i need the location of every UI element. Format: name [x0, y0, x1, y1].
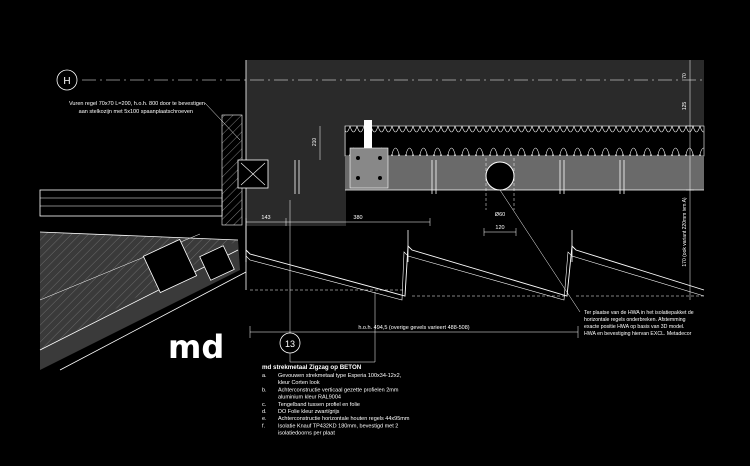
hwa-note: Ter plaatse van de HWA in het isolatiepa… — [499, 189, 694, 337]
grid-line-label: H — [63, 76, 70, 87]
hwa-note-line4: HWA en bevestiging hiervan EXCL. Metadec… — [584, 331, 692, 337]
top-note-line2: aan stelkozijn met 5x100 spaanplaatschro… — [79, 109, 193, 115]
dim-125: 125 — [682, 102, 688, 111]
legend: md strekmetaal Zigzag op BETON a. Gevouwe… — [262, 364, 410, 437]
legend-item-text: Isolatie Knauf TP432KD 180mm, bevestigd … — [278, 423, 398, 429]
window-frame — [39, 114, 269, 226]
dim-210: 210 — [312, 138, 318, 147]
dim-hoh: h.o.h. 494,5 (overige gevels varieert 48… — [358, 325, 469, 331]
legend-item-text: Gevouwen strekmetaal type Esperia 100x34… — [278, 373, 402, 379]
legend-title: md strekmetaal Zigzag op BETON — [262, 364, 362, 371]
dimensions — [245, 60, 694, 338]
dim-variant: 170 (ook variant 220mm ivm A) — [682, 197, 688, 267]
legend-item-text: isolatiedoorns per plaat — [278, 431, 335, 437]
timber-battens-layer — [345, 156, 704, 190]
legend-item-key: b. — [262, 387, 267, 393]
legend-item-key: c. — [262, 402, 267, 408]
legend-item-text: kleur Corten look — [278, 380, 320, 386]
insulation-layer — [344, 125, 705, 157]
grid-line-h: H — [56, 69, 704, 91]
dim-70: 70 — [682, 73, 688, 79]
vertical-profiles — [294, 160, 625, 194]
legend-item-key: a. — [262, 373, 267, 379]
detail-marker-label: 13 — [285, 339, 295, 349]
dim-120: 120 — [495, 225, 504, 231]
zigzag-hidden-lines — [250, 289, 704, 297]
legend-item-text: Achterconstructie horizontale houten reg… — [278, 416, 410, 422]
dim-380: 380 — [353, 215, 362, 221]
legend-item-text: Tengelband tussen profiel en folie — [278, 402, 360, 408]
detail-marker: 13 — [279, 200, 376, 363]
legend-item-text: DO Folie kleur zwart/grijs — [278, 409, 340, 415]
downpipe-circle — [485, 161, 515, 191]
hwa-note-line3: exacte positie HWA op basis van 3D model… — [584, 324, 684, 330]
concrete-slab — [246, 60, 704, 126]
top-note: Vuren regel 70x70 L=200, h.o.h. 800 door… — [69, 101, 241, 141]
dim-diameter-60: Ø60 — [495, 212, 505, 218]
legend-item-key: d. — [262, 409, 267, 415]
legend-item-key: f. — [262, 423, 266, 429]
dim-143: 143 — [261, 215, 270, 221]
legend-item-text: aluminium kleur RAL9004 — [278, 395, 341, 401]
hwa-note-line1: Ter plaatse van de HWA in het isolatiepa… — [584, 310, 694, 316]
hwa-note-line2: horizontale regels onderbreken. Afstemmi… — [584, 317, 686, 323]
legend-item-text: Achterconstructie verticaal gezette prof… — [278, 387, 399, 393]
sloped-element — [39, 231, 247, 371]
legend-item-key: e. — [262, 416, 267, 422]
md-logo: md — [168, 328, 224, 366]
top-note-line1: Vuren regel 70x70 L=200, h.o.h. 800 door… — [69, 101, 205, 107]
bracket — [349, 120, 389, 189]
